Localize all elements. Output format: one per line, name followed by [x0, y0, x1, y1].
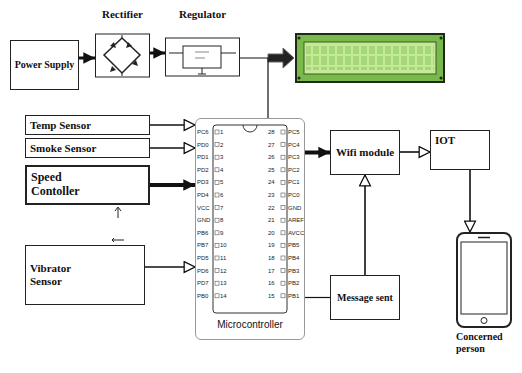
pin-label: 14 — [220, 293, 227, 300]
pin-label: 7 — [220, 205, 223, 212]
small-up-arrow — [115, 207, 121, 218]
pin-label: AREF — [288, 217, 304, 224]
pin-label: 13 — [220, 280, 227, 287]
box-label: Power Supply — [15, 59, 75, 71]
pin-label: PB3 — [288, 268, 299, 275]
connector-arrow — [364, 175, 366, 275]
pin-label: AVCC — [288, 230, 304, 237]
pin-label: PC3 — [288, 154, 300, 161]
pin-label: VCC — [197, 205, 210, 212]
regulator-block: Regulator — [165, 8, 240, 78]
connector-arrow — [305, 297, 330, 298]
box-label: Smoke Sensor — [30, 142, 96, 155]
controller-box: Speed Contoller — [25, 165, 150, 205]
rectifier-block: Rectifier — [95, 8, 150, 78]
phone-recipient: Concerned person — [448, 232, 518, 368]
pin-label: PB0 — [197, 293, 208, 300]
pin-label: PB6 — [197, 230, 208, 237]
pin-label: 5 — [220, 179, 223, 186]
pin-label: PD1 — [197, 154, 209, 161]
chip-caption: Microcontroller — [196, 319, 304, 331]
power-supply-box: Power Supply — [10, 40, 79, 90]
connector-arrow — [305, 151, 330, 155]
pin-label: 19 — [268, 242, 275, 249]
pin-label: 2 — [220, 142, 223, 149]
connector-arrow — [79, 57, 95, 60]
pin-label: 25 — [268, 167, 275, 174]
pin-label: 8 — [220, 217, 223, 224]
recipient-label: Concerned person — [456, 331, 516, 354]
connector-arrow — [240, 58, 268, 118]
pin-label: 17 — [268, 268, 275, 275]
connector-arrow — [400, 151, 430, 153]
pin-label: 12 — [220, 268, 227, 275]
box-label: Wifi module — [336, 146, 394, 159]
pin-label: 26 — [268, 154, 275, 161]
connector-arrow — [150, 183, 195, 187]
pin-label: PB1 — [288, 293, 299, 300]
box-label: IOT — [435, 134, 455, 147]
pin-label: PB7 — [197, 242, 208, 249]
pin-label: 21 — [268, 217, 275, 224]
pin-label: 16 — [268, 280, 275, 287]
pin-label: 10 — [220, 242, 227, 249]
sensor-box: Temp Sensor — [25, 115, 150, 135]
pin-label: PD7 — [197, 280, 209, 287]
pin-label: PC6 — [197, 129, 209, 136]
pin-label: 28 — [268, 129, 275, 136]
pin-label: 4 — [220, 167, 223, 174]
block-heading: Regulator — [165, 8, 240, 21]
pin-label: PC1 — [288, 179, 300, 186]
pin-label: PB5 — [288, 242, 299, 249]
pin-label: 24 — [268, 179, 275, 186]
connector-arrow — [469, 170, 471, 232]
pin-label: 22 — [268, 205, 275, 212]
pin-label: PC5 — [288, 129, 300, 136]
pin-label: PC0 — [288, 192, 300, 199]
box-label: Message sent — [337, 292, 393, 304]
pin-label: PD2 — [197, 167, 209, 174]
lcd-display — [296, 34, 444, 82]
pin-label: PB4 — [288, 255, 299, 262]
block-heading: Rectifier — [95, 8, 150, 21]
connector-arrow — [150, 52, 165, 55]
box-label: Speed Contoller — [31, 171, 101, 199]
pin-label: 15 — [268, 293, 275, 300]
message-box: Message sent — [330, 275, 400, 320]
box-label: Temp Sensor — [30, 119, 91, 132]
pin-label: 20 — [268, 230, 275, 237]
pin-label: GND — [288, 205, 301, 212]
pin-label: PD3 — [197, 179, 209, 186]
sensor-box: Vibrator Sensor — [25, 245, 145, 305]
connector-arrow — [145, 266, 195, 268]
connector-arrow — [150, 124, 195, 126]
box-label: Vibrator Sensor — [30, 262, 100, 287]
pin-label: PB2 — [288, 280, 299, 287]
pin-label: 6 — [220, 192, 223, 199]
connector-arrow — [150, 147, 195, 149]
lcd-feed-arrow — [268, 48, 294, 68]
dip-chip-outline — [196, 119, 304, 339]
small-tick-mark — [112, 238, 124, 242]
pin-label: 23 — [268, 192, 275, 199]
pin-label: PD0 — [197, 142, 209, 149]
pin-label: 11 — [220, 255, 226, 262]
pin-label: PD4 — [197, 192, 209, 199]
pin-label: 27 — [268, 142, 275, 149]
wifi-module-box: Wifi module — [330, 130, 400, 175]
pin-label: 18 — [268, 255, 275, 262]
microcontroller-chip: PC61PD02PD13PD24PD35PD46VCC7GND8PB69PB71… — [195, 118, 305, 340]
pin-label: 1 — [220, 129, 223, 136]
pin-label: PD6 — [197, 268, 209, 275]
pin-label: GND — [197, 217, 210, 224]
pin-label: PD5 — [197, 255, 209, 262]
iot-box: IOT — [430, 130, 490, 170]
sensor-box: Smoke Sensor — [25, 138, 150, 158]
pin-label: PC2 — [288, 167, 300, 174]
pin-label: 3 — [220, 154, 223, 161]
pin-label: 9 — [220, 230, 223, 237]
pin-label: PC4 — [288, 142, 300, 149]
